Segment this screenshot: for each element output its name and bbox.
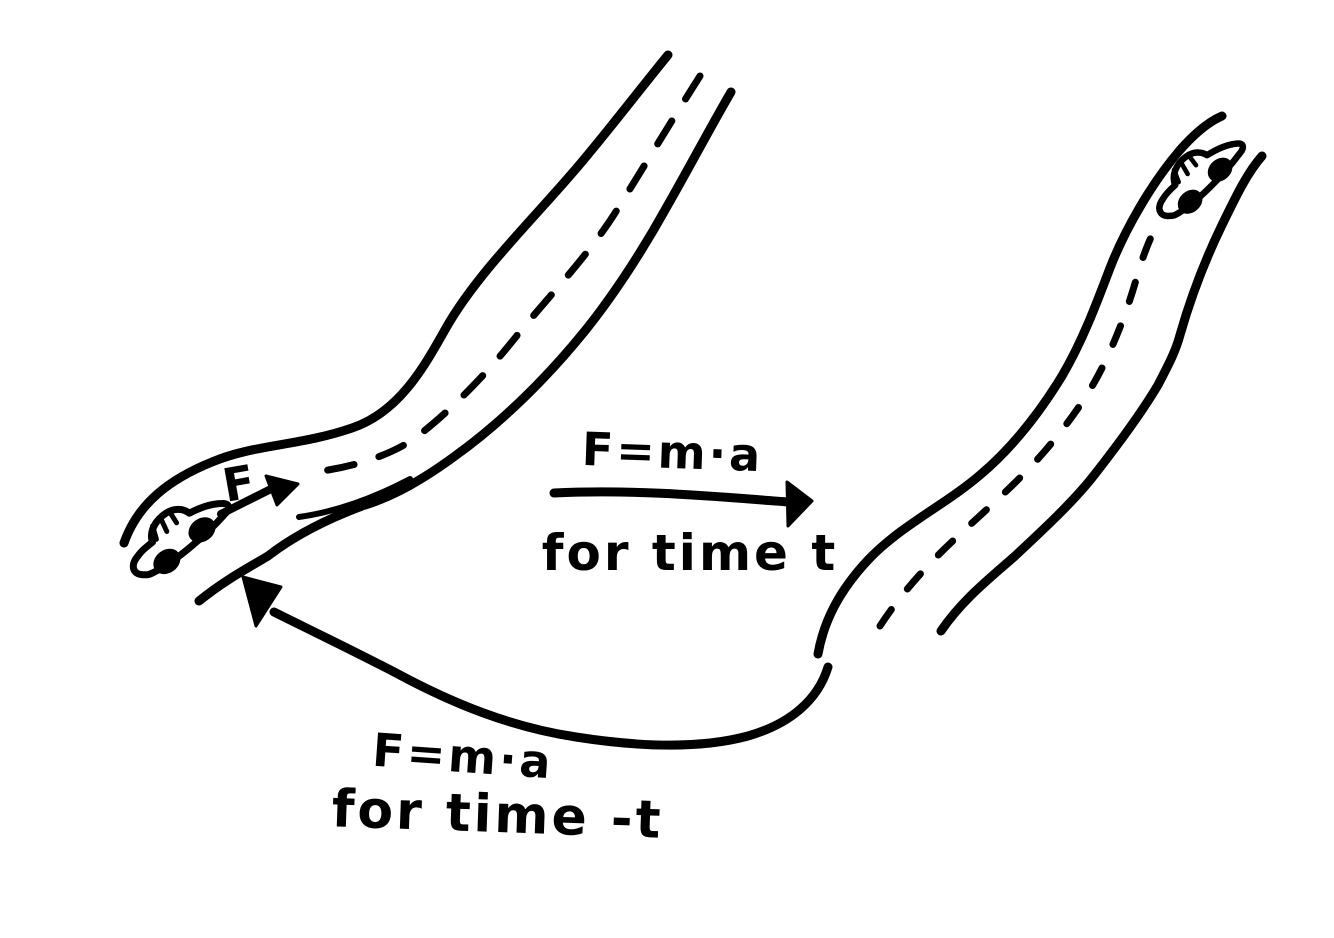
return-arrow bbox=[241, 575, 833, 750]
reverse-equation: F=m·a bbox=[371, 723, 556, 790]
road-after-left-edge bbox=[813, 111, 1227, 659]
road-after bbox=[813, 111, 1267, 659]
road-after-centerline bbox=[876, 231, 1156, 630]
forward-arrow-shaft bbox=[549, 487, 794, 507]
road-before-overstroke bbox=[296, 476, 413, 520]
reverse-condition: for time -t bbox=[331, 779, 665, 851]
force-arrowhead bbox=[264, 474, 300, 507]
force-arrow-shaft bbox=[217, 485, 275, 518]
return-arrowhead bbox=[241, 575, 283, 628]
car-before bbox=[118, 481, 239, 589]
forward-condition: for time t bbox=[542, 524, 839, 582]
road-before-right-edge bbox=[194, 87, 736, 606]
force-arrow: F bbox=[217, 454, 300, 518]
forward-arrow bbox=[549, 480, 814, 528]
road-before bbox=[119, 50, 736, 606]
road-after-right-edge bbox=[936, 151, 1267, 636]
forward-arrowhead bbox=[785, 480, 814, 528]
road-before-left-edge bbox=[119, 50, 673, 548]
return-arrow-shaft bbox=[269, 607, 833, 750]
forward-equation: F=m·a bbox=[581, 422, 764, 482]
road-before-centerline bbox=[310, 72, 704, 476]
